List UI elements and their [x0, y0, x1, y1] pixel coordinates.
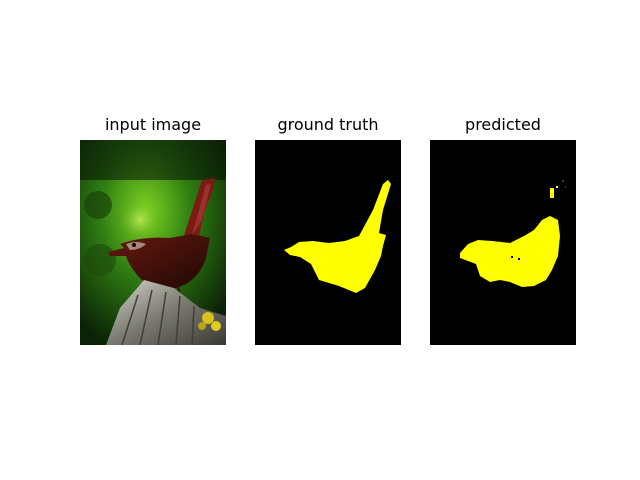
input-image-panel: input image	[80, 111, 226, 346]
input-image-title: input image	[104, 115, 202, 134]
input-image	[80, 140, 226, 345]
ground-truth-title: ground truth	[277, 115, 379, 134]
predicted-title: predicted	[465, 115, 541, 134]
ground-truth-mask	[255, 140, 401, 345]
predicted-mask	[430, 140, 576, 345]
predicted-panel: predicted	[430, 111, 576, 346]
ground-truth-panel: ground truth	[255, 111, 401, 346]
